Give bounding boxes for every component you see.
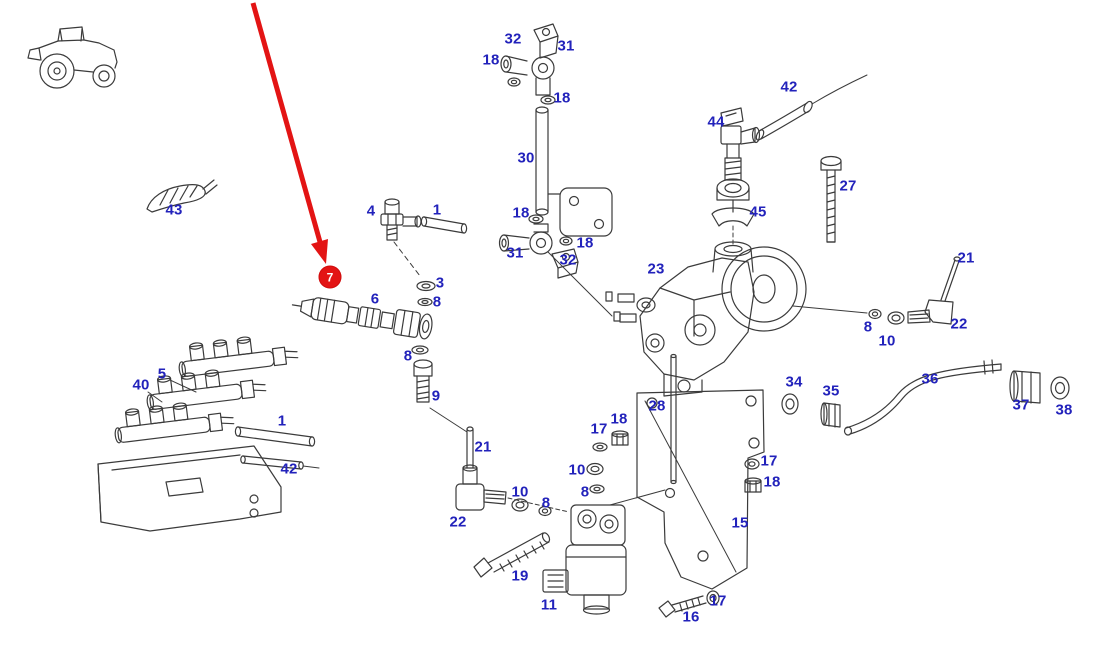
part-32-clamp-a <box>533 23 559 59</box>
highlight-badge: 7 <box>318 265 342 289</box>
part-16-bolt <box>658 595 707 618</box>
manifold-valve-bank-a <box>178 336 299 378</box>
part-34-washer <box>781 393 799 415</box>
part-18-seal-b <box>540 95 556 105</box>
connector-line-e <box>609 489 666 506</box>
assembly-axis-a <box>393 241 421 277</box>
part-1-pipe-b <box>234 426 316 447</box>
part-17-washer-a <box>744 458 760 470</box>
highlight-badge-label: 7 <box>326 270 334 284</box>
connector-line-d <box>507 497 570 513</box>
part-35-nut <box>820 402 841 428</box>
part-6-union <box>357 306 433 340</box>
part-18-seal-a <box>507 77 521 87</box>
part-8-ring-c <box>589 484 605 494</box>
part-11-solenoid-valve <box>542 504 627 615</box>
part-19-bolt <box>473 532 551 578</box>
manifold-valve-bank-b <box>146 369 267 411</box>
part-42-pipe-b <box>240 455 320 470</box>
callout-arrow <box>250 2 328 264</box>
part-22-elbow-a <box>907 299 954 325</box>
part-18-seal-d <box>559 236 573 246</box>
part-45-fitting <box>711 143 755 245</box>
part-44-valve <box>720 107 761 145</box>
part-9-connector <box>413 359 433 403</box>
part-21-pin-b <box>466 426 474 469</box>
part-10-ring-c <box>586 462 604 476</box>
tractor-icon <box>27 26 118 89</box>
connector-line-c <box>429 407 468 433</box>
part-10-ring-b <box>511 498 529 512</box>
part-42-hose-a <box>755 74 868 141</box>
part-43-cable-tie <box>146 179 218 213</box>
part-36-pipe <box>843 359 1002 436</box>
part-3-washer <box>416 280 436 292</box>
part-37-nut <box>1009 370 1041 404</box>
part-38-washer <box>1050 376 1070 400</box>
part-32-clamp-b <box>551 248 579 279</box>
connector-line-a <box>547 251 613 317</box>
part-8-ring-a <box>868 308 882 320</box>
leader-line-5 <box>169 379 197 393</box>
manifold-mounting-plate <box>97 445 282 532</box>
part-15-bracket <box>636 389 765 590</box>
part-27-bolt <box>820 155 842 243</box>
part-21-pin-a <box>940 256 961 302</box>
part-4-fitting <box>380 198 422 241</box>
part-18-seal-c <box>528 214 544 224</box>
part-17-washer-b <box>592 442 608 452</box>
leader-line-40 <box>147 391 163 403</box>
part-18-nut-a <box>744 477 762 493</box>
connector-line-b <box>792 305 868 314</box>
part-28-rod <box>670 353 677 485</box>
part-7-sensor-assembly <box>291 297 433 340</box>
part-17-washer-c <box>706 590 720 606</box>
part-31-banjo-bolt-b <box>498 234 530 252</box>
banjo-union-a <box>531 56 555 96</box>
part-30-tube <box>535 106 549 216</box>
manifold-valve-bank-c <box>114 402 235 444</box>
part-1-pipe-a <box>420 216 468 234</box>
part-8-washer-b <box>411 345 429 355</box>
part-18-nut-b <box>611 430 629 446</box>
mount-plate <box>547 187 613 237</box>
part-10-ring-a <box>887 311 905 325</box>
part-23-pump <box>605 241 807 397</box>
part-22-elbow-b <box>455 464 507 511</box>
banjo-union-b <box>529 223 553 255</box>
part-8-washer-a <box>417 297 433 307</box>
part-31-banjo-bolt-a <box>500 55 528 76</box>
